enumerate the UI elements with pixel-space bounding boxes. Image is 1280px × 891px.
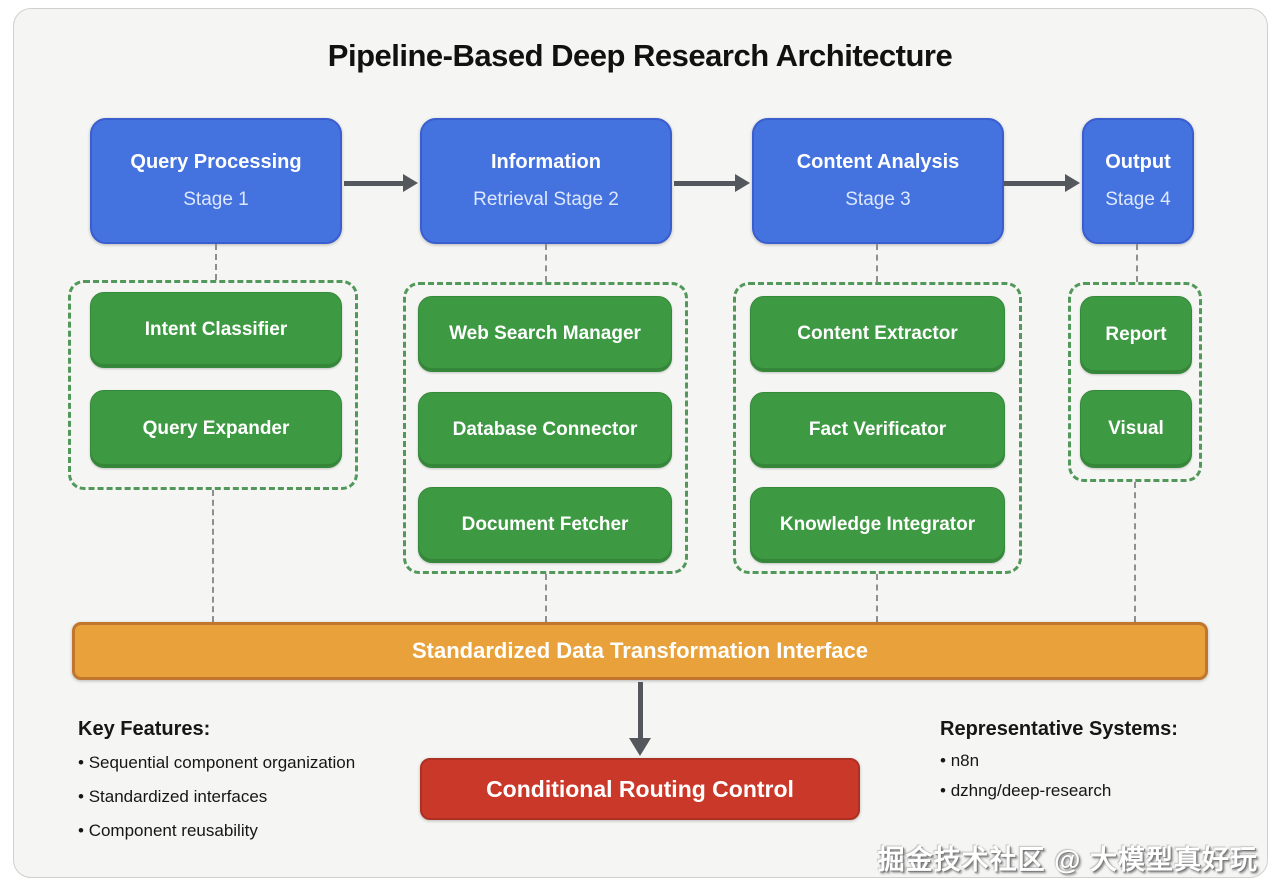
watermark: 掘金技术社区 @ 大模型真好玩	[877, 845, 1258, 875]
connector-stage2-group	[545, 244, 547, 282]
routing-control-box: Conditional Routing Control	[420, 758, 860, 820]
group-query-processing	[68, 280, 358, 490]
stage-title: Output	[1105, 151, 1171, 173]
component-database-connector: Database Connector	[418, 392, 672, 468]
stage-title: Query Processing	[130, 151, 302, 173]
arrow-interface-to-routing-icon	[638, 682, 643, 740]
stage-title: Content Analysis	[796, 151, 960, 173]
stage-box-query-processing: Query Processing Stage 1	[90, 118, 342, 244]
group-content-analysis	[733, 282, 1022, 574]
connector-stage3-group	[876, 244, 878, 282]
stage-subtitle: Stage 1	[183, 189, 249, 210]
representative-system-item: dzhng/deep-research	[940, 781, 1178, 801]
connector-group3-interface	[876, 574, 878, 622]
connector-group2-interface	[545, 574, 547, 622]
stage-box-output: Output Stage 4	[1082, 118, 1194, 244]
component-knowledge-integrator: Knowledge Integrator	[750, 487, 1005, 563]
component-visual: Visual	[1080, 390, 1192, 468]
representative-systems-block: Representative Systems: n8n dzhng/deep-r…	[940, 718, 1178, 811]
key-feature-item: Standardized interfaces	[78, 787, 355, 807]
key-features-block: Key Features: Sequential component organ…	[78, 718, 355, 855]
interface-bar: Standardized Data Transformation Interfa…	[72, 622, 1208, 680]
stage-subtitle: Retrieval Stage 2	[473, 189, 619, 210]
key-features-heading: Key Features:	[78, 718, 211, 740]
arrow-interface-to-routing-head-icon	[629, 738, 651, 756]
component-query-expander: Query Expander	[90, 390, 342, 468]
representative-systems-heading: Representative Systems:	[940, 718, 1178, 740]
connector-group1-interface	[212, 490, 214, 622]
group-information-retrieval	[403, 282, 688, 574]
diagram-title: Pipeline-Based Deep Research Architectur…	[327, 38, 953, 73]
component-web-search-manager: Web Search Manager	[418, 296, 672, 372]
arrow-stage3-to-stage4-icon	[1004, 174, 1080, 192]
key-feature-item: Component reusability	[78, 821, 355, 841]
component-content-extractor: Content Extractor	[750, 296, 1005, 372]
key-feature-item: Sequential component organization	[78, 753, 356, 773]
arrow-stage1-to-stage2-icon	[344, 174, 418, 192]
stage-title: Information	[491, 151, 601, 173]
connector-stage4-group	[1136, 244, 1138, 282]
connector-stage1-group	[215, 244, 217, 280]
component-report: Report	[1080, 296, 1192, 374]
stage-box-content-analysis: Content Analysis Stage 3	[752, 118, 1004, 244]
arrow-stage2-to-stage3-icon	[674, 174, 750, 192]
stage-subtitle: Stage 4	[1105, 189, 1171, 210]
group-output	[1068, 282, 1202, 482]
component-fact-verificator: Fact Verificator	[750, 392, 1005, 468]
representative-system-item: n8n	[940, 751, 1178, 771]
stage-box-information-retrieval: Information Retrieval Stage 2	[420, 118, 672, 244]
connector-group4-interface	[1134, 482, 1136, 622]
component-document-fetcher: Document Fetcher	[418, 487, 672, 563]
stage-subtitle: Stage 3	[845, 189, 911, 210]
component-intent-classifier: Intent Classifier	[90, 292, 342, 368]
